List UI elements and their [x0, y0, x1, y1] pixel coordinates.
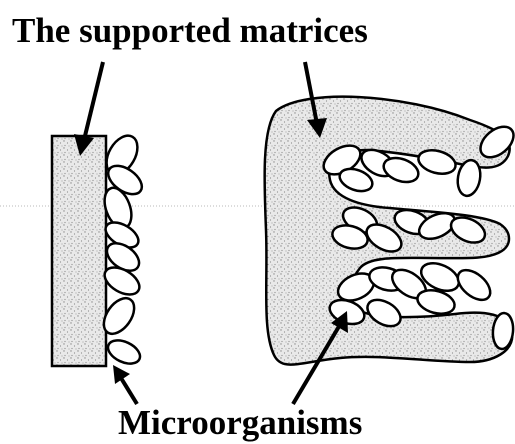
diagram-title: The supported matrices — [12, 11, 368, 50]
flat-support-group — [52, 130, 147, 368]
label-arrow-left — [113, 365, 137, 404]
microorganism-cell — [104, 336, 143, 368]
flat-support-matrix — [52, 136, 106, 366]
microorganism-cell — [452, 264, 495, 305]
microorganisms-label: Microorganisms — [118, 403, 362, 442]
porous-support-group — [265, 97, 515, 365]
